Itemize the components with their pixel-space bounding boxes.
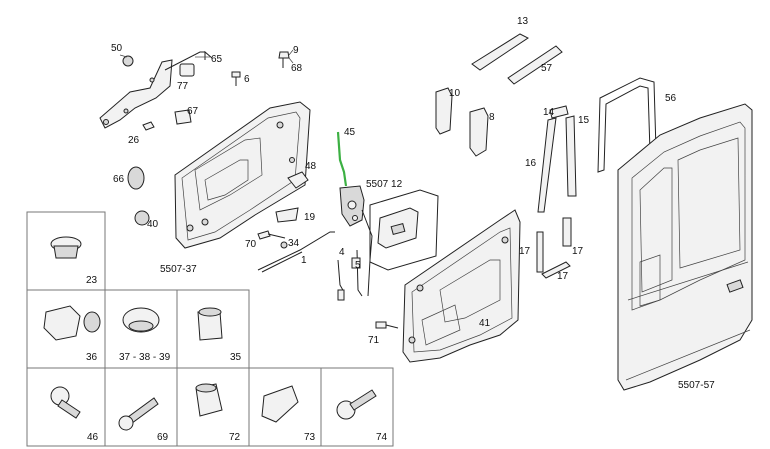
- grid-label-35: 35: [230, 352, 242, 363]
- callout-10: 10: [449, 88, 461, 99]
- round-cap-part: [134, 210, 150, 226]
- callout-5507-12: 5507 12: [366, 179, 403, 190]
- callout-4: 4: [339, 247, 345, 258]
- grid-label-23: 23: [86, 275, 98, 286]
- guide-channel-15: [565, 115, 577, 197]
- callout-66: 66: [113, 174, 125, 185]
- callout-65: 65: [211, 54, 223, 65]
- door-panel-left: [174, 101, 311, 249]
- handle-box: [369, 189, 439, 271]
- speaker-grille-part: [127, 166, 145, 190]
- guide-channel-16: [537, 117, 557, 213]
- grid-label-46: 46: [87, 432, 99, 443]
- grid-label-36: 36: [86, 352, 98, 363]
- callout-70: 70: [245, 239, 257, 250]
- callout-17-a: 17: [519, 246, 531, 257]
- callout-19: 19: [304, 212, 316, 223]
- door-outer-shell: [617, 103, 753, 391]
- door-lock: [339, 185, 365, 227]
- parts-grid: [26, 211, 394, 447]
- callout-56: 56: [665, 93, 677, 104]
- seal-strip-13: [471, 33, 529, 71]
- callout-13: 13: [517, 16, 529, 27]
- callout-77: 77: [177, 81, 189, 92]
- rail-profile-8: [469, 107, 489, 157]
- callout-17-b: 17: [572, 246, 584, 257]
- callout-15: 15: [578, 115, 590, 126]
- rail-profile-10: [435, 87, 453, 135]
- bracket-assembly: [99, 50, 290, 131]
- grid-label-73: 73: [304, 432, 316, 443]
- callout-57: 57: [541, 63, 553, 74]
- window-seal-56: [597, 77, 657, 173]
- highlighted-cable-45: [336, 131, 348, 187]
- callout-6: 6: [244, 74, 250, 85]
- callout-67: 67: [187, 106, 199, 117]
- grid-label-72: 72: [229, 432, 241, 443]
- door-panel-center: [402, 209, 521, 363]
- grid-label-37-38-39: 37 - 38 - 39: [119, 352, 171, 363]
- callout-1: 1: [301, 255, 307, 266]
- callout-45: 45: [344, 127, 356, 138]
- callout-14: 14: [543, 107, 555, 118]
- callout-26: 26: [128, 135, 140, 146]
- callout-5507-37: 5507-37: [160, 264, 197, 275]
- callout-5507-57: 5507-57: [678, 380, 715, 391]
- callout-71: 71: [368, 335, 380, 346]
- callout-68: 68: [291, 63, 303, 74]
- grid-label-69: 69: [157, 432, 169, 443]
- callout-34: 34: [288, 238, 300, 249]
- callout-17-c: 17: [557, 271, 569, 282]
- callout-48: 48: [305, 161, 317, 172]
- callout-8: 8: [489, 112, 495, 123]
- callout-16: 16: [525, 158, 537, 169]
- grid-label-74: 74: [376, 432, 388, 443]
- callout-9: 9: [293, 45, 299, 56]
- callout-50: 50: [111, 43, 123, 54]
- callout-40: 40: [147, 219, 159, 230]
- seal-strip-57: [507, 45, 563, 85]
- callout-41: 41: [479, 318, 491, 329]
- callout-5: 5: [355, 260, 361, 271]
